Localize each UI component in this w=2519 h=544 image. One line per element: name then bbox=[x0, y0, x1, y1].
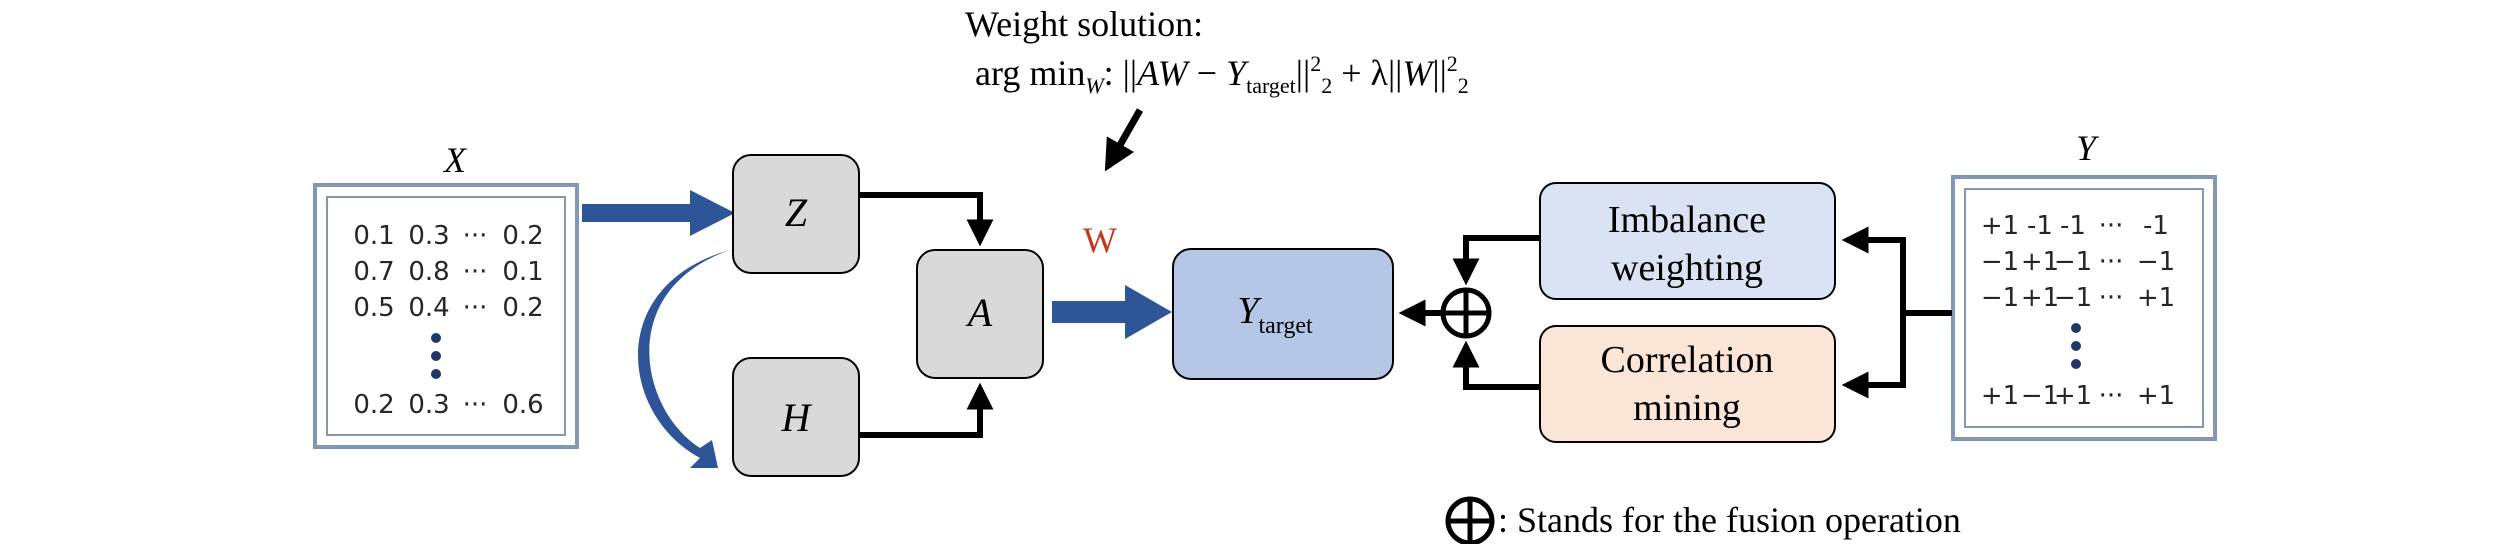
imbalance-to-fusion-arrow bbox=[1452, 235, 1540, 286]
x-to-z-arrow bbox=[582, 190, 735, 236]
x-matrix-cell: 0.2 bbox=[502, 221, 543, 251]
y-vdots-3 bbox=[2071, 359, 2081, 369]
z-node-label: Z bbox=[785, 190, 808, 235]
x-matrix-inner-border bbox=[326, 196, 566, 436]
y-matrix-cell: −1 bbox=[2054, 247, 2092, 277]
x-vdots-1 bbox=[431, 333, 441, 343]
legend-text: : Stands for the fusion operation bbox=[1498, 500, 1961, 540]
y-matrix-cell: +1 bbox=[2021, 247, 2059, 277]
h-node-label: H bbox=[781, 395, 813, 440]
legend-fusion-icon bbox=[1445, 496, 1495, 544]
z-node bbox=[732, 154, 860, 274]
y-matrix-inner-border bbox=[1964, 188, 2204, 428]
y-matrix-cell: −1 bbox=[2137, 247, 2175, 277]
correlation-mining-line2: mining bbox=[1633, 387, 1741, 429]
x-matrix-cell: 0.2 bbox=[353, 390, 394, 420]
y-matrix: Y +1-1-1···-1−1+1−1···−1−1+1−1···+1+1−1+… bbox=[1951, 128, 2217, 441]
y-matrix-cell: ··· bbox=[2099, 381, 2124, 411]
x-matrix-cell: 0.6 bbox=[502, 390, 543, 420]
weight-solution-arrow bbox=[1104, 108, 1144, 172]
y-matrix-cell: −1 bbox=[1981, 283, 2019, 313]
x-vdots-3 bbox=[431, 369, 441, 379]
weight-solution-title: Weight solution: bbox=[965, 4, 1203, 44]
y-matrix-cell: -1 bbox=[2027, 211, 2053, 241]
x-matrix-cell: ··· bbox=[463, 221, 488, 251]
x-matrix-cell: 0.3 bbox=[408, 221, 449, 251]
h-to-a-connector bbox=[860, 382, 994, 438]
y-matrix-cell: +1 bbox=[1981, 381, 2019, 411]
y-vdots-2 bbox=[2071, 341, 2081, 351]
imbalance-weighting-line1: Imbalance bbox=[1608, 199, 1766, 241]
y-target-label: Ytarget bbox=[1237, 290, 1313, 339]
x-matrix-cell: 0.2 bbox=[502, 293, 543, 323]
y-matrix-cell: +1 bbox=[2137, 381, 2175, 411]
h-node bbox=[732, 357, 860, 477]
correlation-mining-line1: Correlation bbox=[1600, 339, 1773, 381]
w-label: W bbox=[1083, 220, 1117, 260]
y-matrix-cell: -1 bbox=[2143, 211, 2169, 241]
x-matrix-cell: 0.4 bbox=[408, 293, 449, 323]
y-matrix-label: Y bbox=[2076, 128, 2100, 168]
y-matrix-cell: −1 bbox=[2054, 283, 2092, 313]
fusion-operator-icon bbox=[1440, 287, 1492, 339]
x-matrix-cell: 0.7 bbox=[353, 257, 394, 287]
a-node-label: A bbox=[965, 290, 993, 335]
imbalance-weighting-line2: weighting bbox=[1611, 247, 1763, 289]
x-matrix-cell: 0.5 bbox=[353, 293, 394, 323]
y-matrix-cell: −1 bbox=[2021, 381, 2059, 411]
x-matrix-cell: ··· bbox=[463, 390, 488, 420]
y-target-node bbox=[1172, 248, 1394, 380]
y-matrix-cell: -1 bbox=[2060, 211, 2086, 241]
y-to-imbalance-arrow bbox=[1841, 226, 1906, 313]
weight-solution-formula: arg minW: ||AW − Ytarget||22 + λ||W||22 bbox=[975, 51, 1469, 98]
legend: : Stands for the fusion operation bbox=[1445, 496, 1961, 544]
y-matrix-cell: ··· bbox=[2099, 283, 2124, 313]
x-matrix-cell: 0.1 bbox=[502, 257, 543, 287]
x-matrix: X 0.1 0.3 ··· 0.2 0.7 0.8 ··· 0.1 0.5 0.4 ··· 0.2 0.… bbox=[313, 140, 579, 449]
a-to-ytarget-arrow bbox=[1052, 285, 1172, 339]
x-matrix-cell: 0.8 bbox=[408, 257, 449, 287]
y-matrix-cell: +1 bbox=[1981, 211, 2019, 241]
y-to-correlation-arrow bbox=[1841, 313, 1906, 399]
a-node bbox=[916, 249, 1044, 379]
x-matrix-cell: ··· bbox=[463, 257, 488, 287]
y-vdots-1 bbox=[2071, 323, 2081, 333]
y-matrix-cell: +1 bbox=[2054, 381, 2092, 411]
y-matrix-cell: +1 bbox=[2021, 283, 2059, 313]
x-matrix-cell: 0.1 bbox=[353, 221, 394, 251]
z-to-a-connector bbox=[860, 192, 994, 247]
y-matrix-cell: ··· bbox=[2099, 247, 2124, 277]
y-matrix-cell: ··· bbox=[2099, 211, 2124, 241]
x-matrix-cell: ··· bbox=[463, 293, 488, 323]
x-matrix-label: X bbox=[442, 140, 468, 180]
x-matrix-cell: 0.3 bbox=[408, 390, 449, 420]
x-vdots-2 bbox=[431, 351, 441, 361]
z-to-h-curved-arrow bbox=[638, 250, 730, 468]
correlation-to-fusion-arrow bbox=[1452, 340, 1540, 390]
y-matrix-cell: −1 bbox=[1981, 247, 2019, 277]
y-matrix-cell: +1 bbox=[2137, 283, 2175, 313]
